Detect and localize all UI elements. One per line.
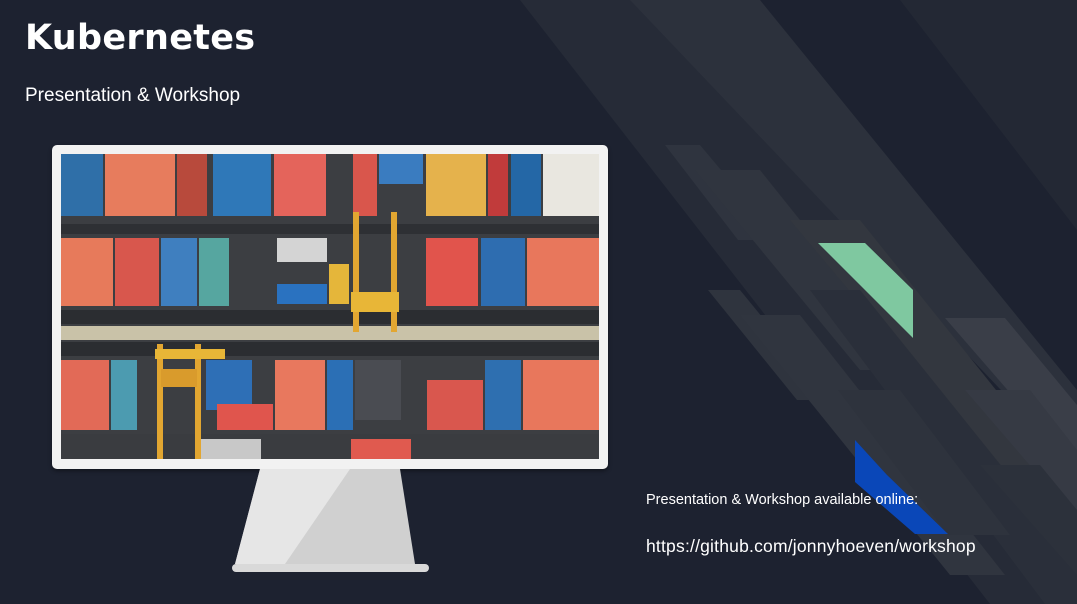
blue-accent-shape: [855, 440, 948, 534]
green-accent-shape: [818, 243, 913, 338]
container-port-image: [61, 154, 599, 459]
slide-title: Kubernetes: [25, 18, 256, 58]
online-availability-label: Presentation & Workshop available online…: [646, 492, 919, 508]
github-repo-link[interactable]: https://github.com/jonnyhoeven/workshop: [646, 536, 976, 556]
monitor-illustration: [52, 145, 608, 575]
slide-subtitle: Presentation & Workshop: [25, 85, 241, 106]
monitor-base: [232, 564, 429, 572]
container-port-photo: [61, 154, 599, 459]
monitor-stand: [235, 469, 415, 564]
monitor-screen-frame: [52, 145, 608, 469]
